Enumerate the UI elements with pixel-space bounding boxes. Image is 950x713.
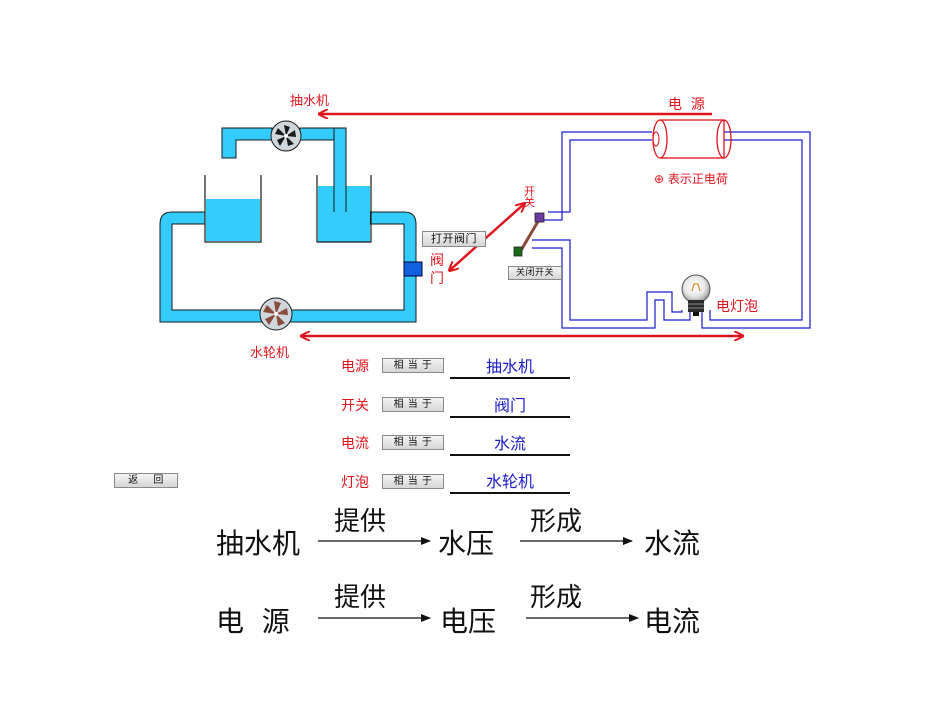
comparison-term: 灯泡 — [341, 475, 369, 491]
switch-icon[interactable] — [513, 212, 545, 257]
power-source-label: 电 源 — [668, 97, 705, 113]
chain-source: 电 源 — [216, 605, 290, 638]
comparison-term: 开关 — [341, 398, 369, 414]
chain-middle: 电压 — [440, 605, 497, 638]
water-pipes — [159, 127, 417, 323]
mapping-arrows — [302, 114, 742, 336]
chain-arrows — [318, 537, 639, 622]
back-button[interactable]: 返 回 — [114, 473, 178, 488]
positive-charge-legend: ⊕ 表示正电荷 — [654, 172, 728, 186]
arrow-switch-to-valve — [450, 204, 524, 270]
equals-button[interactable]: 相 当 于 — [382, 358, 444, 373]
right-tank — [316, 175, 372, 243]
close-switch-button[interactable]: 关闭开关 — [508, 266, 562, 280]
chain-middle: 水压 — [438, 527, 495, 560]
comparison-term: 电流 — [341, 436, 369, 452]
comparison-answer: 抽水机 — [450, 357, 570, 379]
comparison-answer: 水流 — [450, 434, 570, 456]
pump-label: 抽水机 — [290, 94, 330, 109]
chain-result: 水流 — [644, 527, 701, 560]
bulb-icon — [681, 274, 711, 316]
pump-icon — [270, 120, 302, 152]
chain-result: 电流 — [644, 605, 701, 638]
open-valve-button[interactable]: 打开阀门 — [422, 231, 486, 247]
chain-step2: 形成 — [530, 507, 583, 537]
battery-icon — [652, 119, 732, 159]
chain-step1: 提供 — [334, 583, 387, 613]
equals-button[interactable]: 相 当 于 — [382, 397, 444, 412]
bulb-label: 电灯泡 — [716, 299, 758, 315]
comparison-term: 电源 — [341, 359, 369, 375]
comparison-answer: 阀门 — [450, 396, 570, 418]
valve-icon[interactable] — [403, 261, 423, 277]
chain-step2: 形成 — [530, 583, 583, 613]
chain-step1: 提供 — [334, 507, 387, 537]
equals-button[interactable]: 相 当 于 — [382, 474, 444, 489]
chain-source: 抽水机 — [216, 527, 301, 560]
switch-label: 开 关 — [524, 185, 535, 209]
turbine-icon — [259, 297, 293, 331]
left-tank — [204, 175, 262, 243]
comparison-answer: 水轮机 — [450, 472, 570, 494]
equals-button[interactable]: 相 当 于 — [382, 435, 444, 450]
valve-label: 阀 门 — [430, 253, 444, 287]
electric-wires — [532, 131, 811, 329]
turbine-label: 水轮机 — [250, 346, 290, 361]
